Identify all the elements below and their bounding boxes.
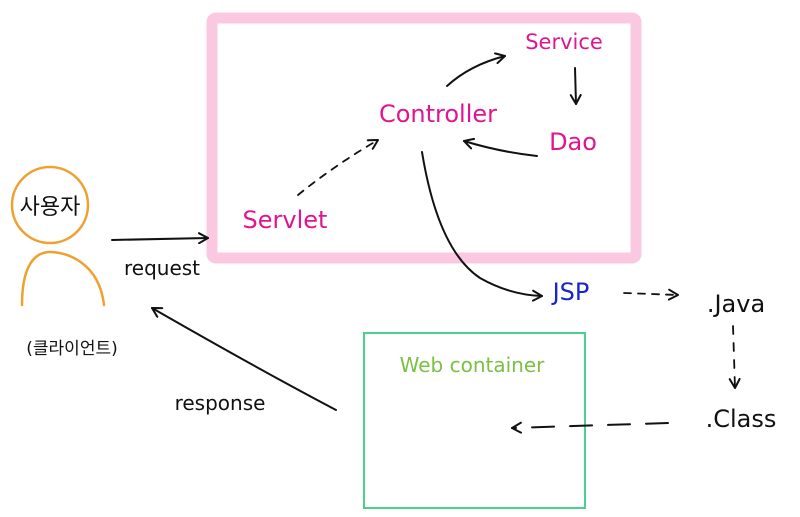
user-label: 사용자 (20, 195, 81, 220)
response-label: response (175, 391, 266, 415)
jsp-label: JSP (551, 278, 590, 306)
class-label: .Class (706, 405, 777, 433)
service-to-dao-arrow (569, 67, 582, 105)
client-label: (클라이언트) (26, 339, 117, 359)
jsp-to-java-arrow (623, 288, 679, 301)
service-label: Service (525, 30, 603, 54)
request-arrow (111, 232, 209, 245)
servlet-label: Servlet (243, 206, 328, 234)
dao-to-controller-arrow (463, 137, 538, 157)
user-figure-icon (10, 165, 106, 307)
controller-to-jsp-arrow (421, 151, 543, 302)
java-label: .Java (707, 290, 765, 318)
servlet-to-controller-arrow (297, 139, 379, 196)
controller-to-service-arrow (446, 52, 506, 87)
java-to-class-arrow (728, 325, 741, 389)
class-to-container-arrow (511, 421, 669, 434)
web-container-label: Web container (400, 353, 546, 377)
request-label: request (124, 256, 200, 280)
web-container-box (363, 332, 586, 509)
response-arrow (151, 307, 337, 411)
application-box (206, 12, 642, 264)
controller-label: Controller (379, 100, 497, 128)
dao-label: Dao (549, 128, 597, 156)
